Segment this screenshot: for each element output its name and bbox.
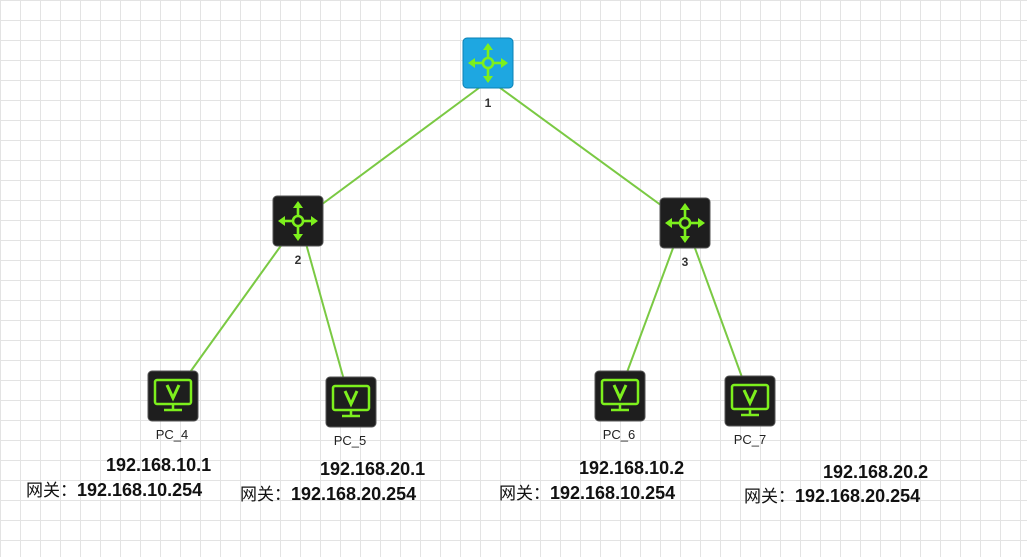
pc-5[interactable]: PC_5 bbox=[325, 376, 377, 448]
pc-7[interactable]: PC_7 bbox=[724, 375, 776, 447]
pc-4[interactable]: PC_4 bbox=[147, 370, 199, 442]
pc-6[interactable]: PC_6 bbox=[594, 370, 646, 442]
link-2-pc4 bbox=[187, 239, 286, 376]
pc7-gateway-label: 网关： bbox=[744, 487, 795, 507]
pc-label-6: PC_6 bbox=[603, 427, 636, 442]
pc5-gateway-line: 网关：192.168.20.254 bbox=[240, 484, 416, 505]
pc4-gateway-address: 192.168.10.254 bbox=[77, 480, 203, 500]
pc4-gateway-label: 网关： bbox=[26, 481, 77, 501]
device-label-2: 2 bbox=[295, 253, 302, 267]
switch-2[interactable]: 2 bbox=[272, 195, 324, 267]
link-1-2 bbox=[297, 81, 488, 223]
pc4-ip-address: 192.168.10.1 bbox=[106, 455, 212, 475]
switch-3[interactable]: 3 bbox=[659, 197, 711, 269]
pc7-ip-address: 192.168.20.2 bbox=[823, 462, 929, 482]
link-1-3 bbox=[491, 81, 685, 223]
pc-label-7: PC_7 bbox=[734, 432, 767, 447]
core-switch-1[interactable]: 1 bbox=[462, 37, 514, 110]
pc5-ip-address: 192.168.20.1 bbox=[320, 459, 426, 479]
pc-label-4: PC_4 bbox=[156, 427, 189, 442]
pc6-gateway-line: 网关：192.168.10.254 bbox=[499, 483, 675, 504]
device-label-1: 1 bbox=[485, 96, 492, 110]
pc7-gateway-line: 网关：192.168.20.254 bbox=[744, 486, 920, 507]
pc6-gateway-address: 192.168.10.254 bbox=[550, 483, 676, 503]
pc6-ip-address: 192.168.10.2 bbox=[579, 458, 685, 478]
pc-label-5: PC_5 bbox=[334, 433, 367, 448]
pc7-gateway-address: 192.168.20.254 bbox=[795, 486, 921, 506]
link-2-pc5 bbox=[304, 239, 345, 381]
pc6-gateway-label: 网关： bbox=[499, 484, 550, 504]
link-3-pc7 bbox=[691, 239, 744, 381]
pc5-gateway-address: 192.168.20.254 bbox=[291, 484, 417, 504]
pc4-gateway-line: 网关：192.168.10.254 bbox=[26, 480, 202, 501]
link-3-pc6 bbox=[625, 239, 677, 376]
pc5-gateway-label: 网关： bbox=[240, 485, 291, 505]
links bbox=[187, 81, 744, 381]
device-label-3: 3 bbox=[682, 255, 689, 269]
